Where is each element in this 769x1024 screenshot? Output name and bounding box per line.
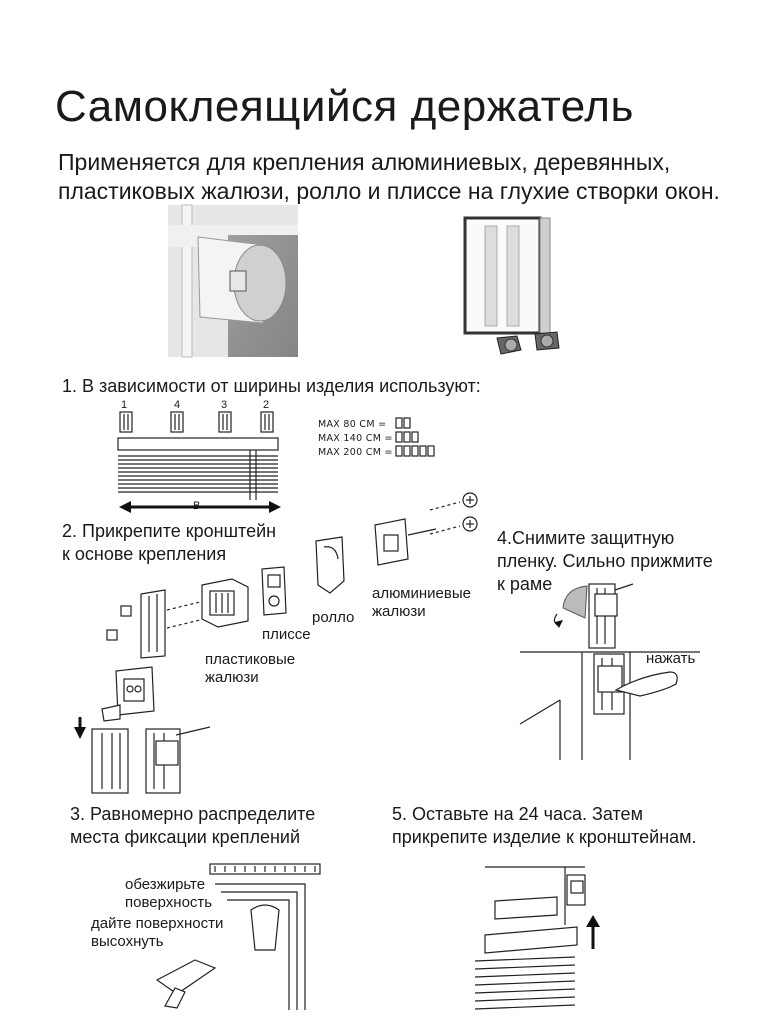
screws-icon: [429, 492, 478, 535]
dry-label-1: дайте поверхности: [91, 915, 224, 932]
step-5-line-2: прикрепите изделие к кронштейнам.: [392, 827, 697, 847]
bracket-number-2: 2: [263, 399, 270, 411]
blind-width-diagram: [117, 411, 281, 513]
pleated-bracket-illustration: [261, 566, 287, 616]
max-200-label: MAX 200 CM =: [318, 447, 393, 458]
dry-label-2: высохнуть: [91, 933, 164, 950]
press-illustration: [519, 651, 700, 760]
attach-blind-illustration: [474, 866, 600, 1010]
bracket-number-3: 3: [221, 399, 228, 411]
aluminum-bracket-illustration: [374, 518, 437, 566]
page-title: Самоклеящийся держатель: [55, 82, 634, 131]
degrease-label-1: обезжирьте: [125, 876, 206, 893]
step-2-line-1: 2. Прикрепите кронштейн: [62, 521, 277, 541]
holder-base-illustration: [106, 589, 201, 659]
step-4-line-2: пленку. Сильно прижмите: [497, 551, 713, 571]
max-140-label: MAX 140 CM =: [318, 433, 393, 444]
plastic-label-2: жалюзи: [205, 669, 259, 686]
bracket-mount-illustration: [74, 666, 211, 794]
step-3-line-1: 3. Равномерно распределите: [70, 804, 316, 824]
width-label-b: B: [193, 500, 201, 512]
roller-bracket-photo: [168, 204, 298, 358]
step-2-line-2: к основе крепления: [62, 544, 227, 564]
roller-bracket-illustration: [315, 536, 345, 594]
aluminum-label-2: жалюзи: [372, 603, 426, 620]
bracket-count-icons: [395, 417, 435, 457]
roller-label: ролло: [312, 609, 355, 626]
pleated-label: плиссе: [262, 626, 311, 643]
step-3-line-2: места фиксации креплений: [70, 827, 301, 847]
bracket-number-1: 1: [121, 399, 128, 411]
step-5-line-1: 5. Оставьте на 24 часа. Затем: [392, 804, 643, 824]
degrease-label-2: поверхность: [125, 894, 213, 911]
step-4-line-1: 4.Снимите защитную: [497, 528, 675, 548]
bracket-number-4: 4: [174, 399, 181, 411]
plastic-bracket-illustration: [201, 578, 249, 628]
peel-film-illustration: [553, 583, 634, 649]
press-label: нажать: [646, 650, 696, 667]
aluminum-label-1: алюминиевые: [372, 585, 471, 602]
adhesive-holder-photo: [463, 216, 560, 355]
surface-preparation-illustration: [155, 863, 321, 1010]
step-1-text: 1. В зависимости от ширины изделия испол…: [62, 376, 481, 396]
plastic-label-1: пластиковые: [205, 651, 296, 668]
page-subtitle: Применяется для крепления алюминиевых, д…: [58, 149, 720, 204]
max-80-label: MAX 80 CM =: [318, 419, 387, 430]
step-4-line-3: к раме: [497, 574, 553, 594]
